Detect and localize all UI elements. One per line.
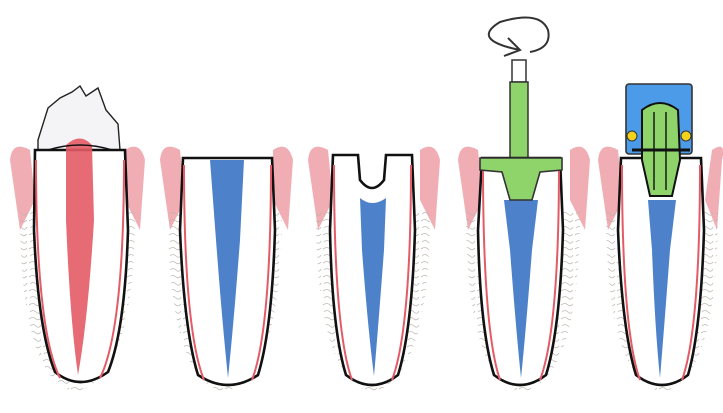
post-shaft (510, 82, 528, 162)
step-2-tooth (160, 147, 293, 392)
rotation-arrow-icon (489, 18, 549, 53)
tool-shaft (512, 60, 526, 82)
pin-left (627, 131, 637, 141)
step-3-tooth (308, 147, 440, 392)
step-5-tooth (598, 84, 723, 392)
pin-right (681, 131, 691, 141)
step-4-tooth (458, 18, 590, 393)
step-1-tooth (10, 86, 145, 392)
